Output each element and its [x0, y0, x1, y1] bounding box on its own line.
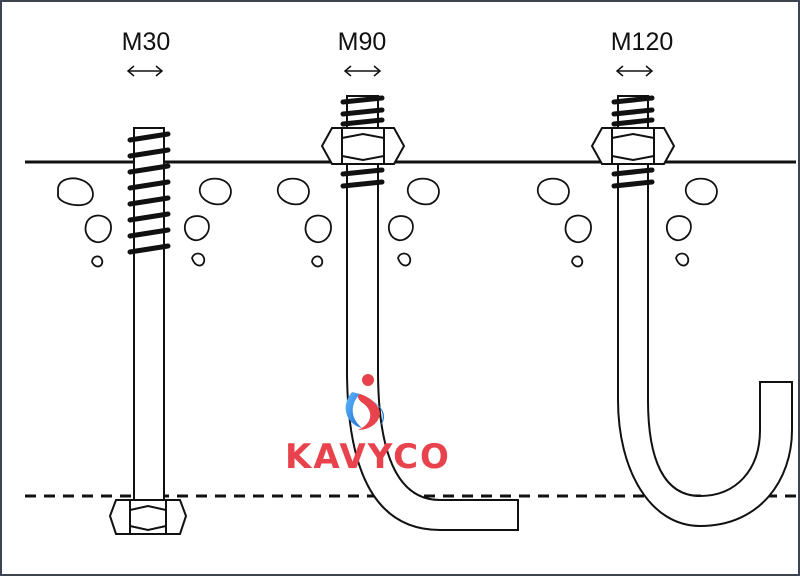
- size-label: M30: [122, 28, 171, 56]
- bolt-thread: [340, 95, 385, 189]
- brand-watermark: KAVYCO: [285, 374, 451, 477]
- bolt-m30-straight: [108, 127, 188, 535]
- stone: [564, 214, 592, 244]
- stone: [675, 252, 690, 267]
- stone: [536, 177, 570, 206]
- bolt-shank: [133, 127, 165, 505]
- bolt-thread: [611, 95, 655, 189]
- bolt-m120-j-hook: [590, 95, 793, 528]
- bolt-thread: [127, 131, 171, 255]
- size-label: M120: [611, 28, 674, 56]
- stone: [311, 255, 324, 268]
- size-label-group-m90: M90: [338, 28, 387, 77]
- size-label: M90: [338, 28, 387, 56]
- size-label-group-m30: M30: [122, 28, 171, 77]
- kavyco-logo-icon: [345, 374, 385, 430]
- stone: [387, 215, 414, 242]
- brand-name: KAVYCO: [285, 437, 451, 477]
- stone: [198, 177, 232, 206]
- hex-head: [108, 499, 188, 535]
- stone: [183, 215, 210, 242]
- hex-nut: [320, 127, 406, 165]
- stone: [191, 252, 206, 267]
- stone: [684, 177, 718, 206]
- diameter-arrow-icon: [126, 65, 164, 77]
- bolt-m90-l-hook: [320, 95, 519, 531]
- stone: [57, 177, 94, 207]
- diameter-arrow-icon: [343, 65, 382, 77]
- size-label-group-m120: M120: [611, 28, 674, 77]
- logo-dot: [362, 374, 374, 386]
- aggregate-stones: [57, 177, 718, 268]
- stone: [276, 177, 310, 206]
- stone: [84, 214, 112, 244]
- stone: [304, 214, 332, 244]
- diameter-arrow-icon: [615, 65, 654, 77]
- stone: [571, 255, 584, 268]
- stone: [406, 177, 440, 206]
- hex-nut: [590, 127, 676, 165]
- stone: [665, 215, 692, 242]
- stone: [91, 255, 104, 268]
- stone: [397, 252, 412, 267]
